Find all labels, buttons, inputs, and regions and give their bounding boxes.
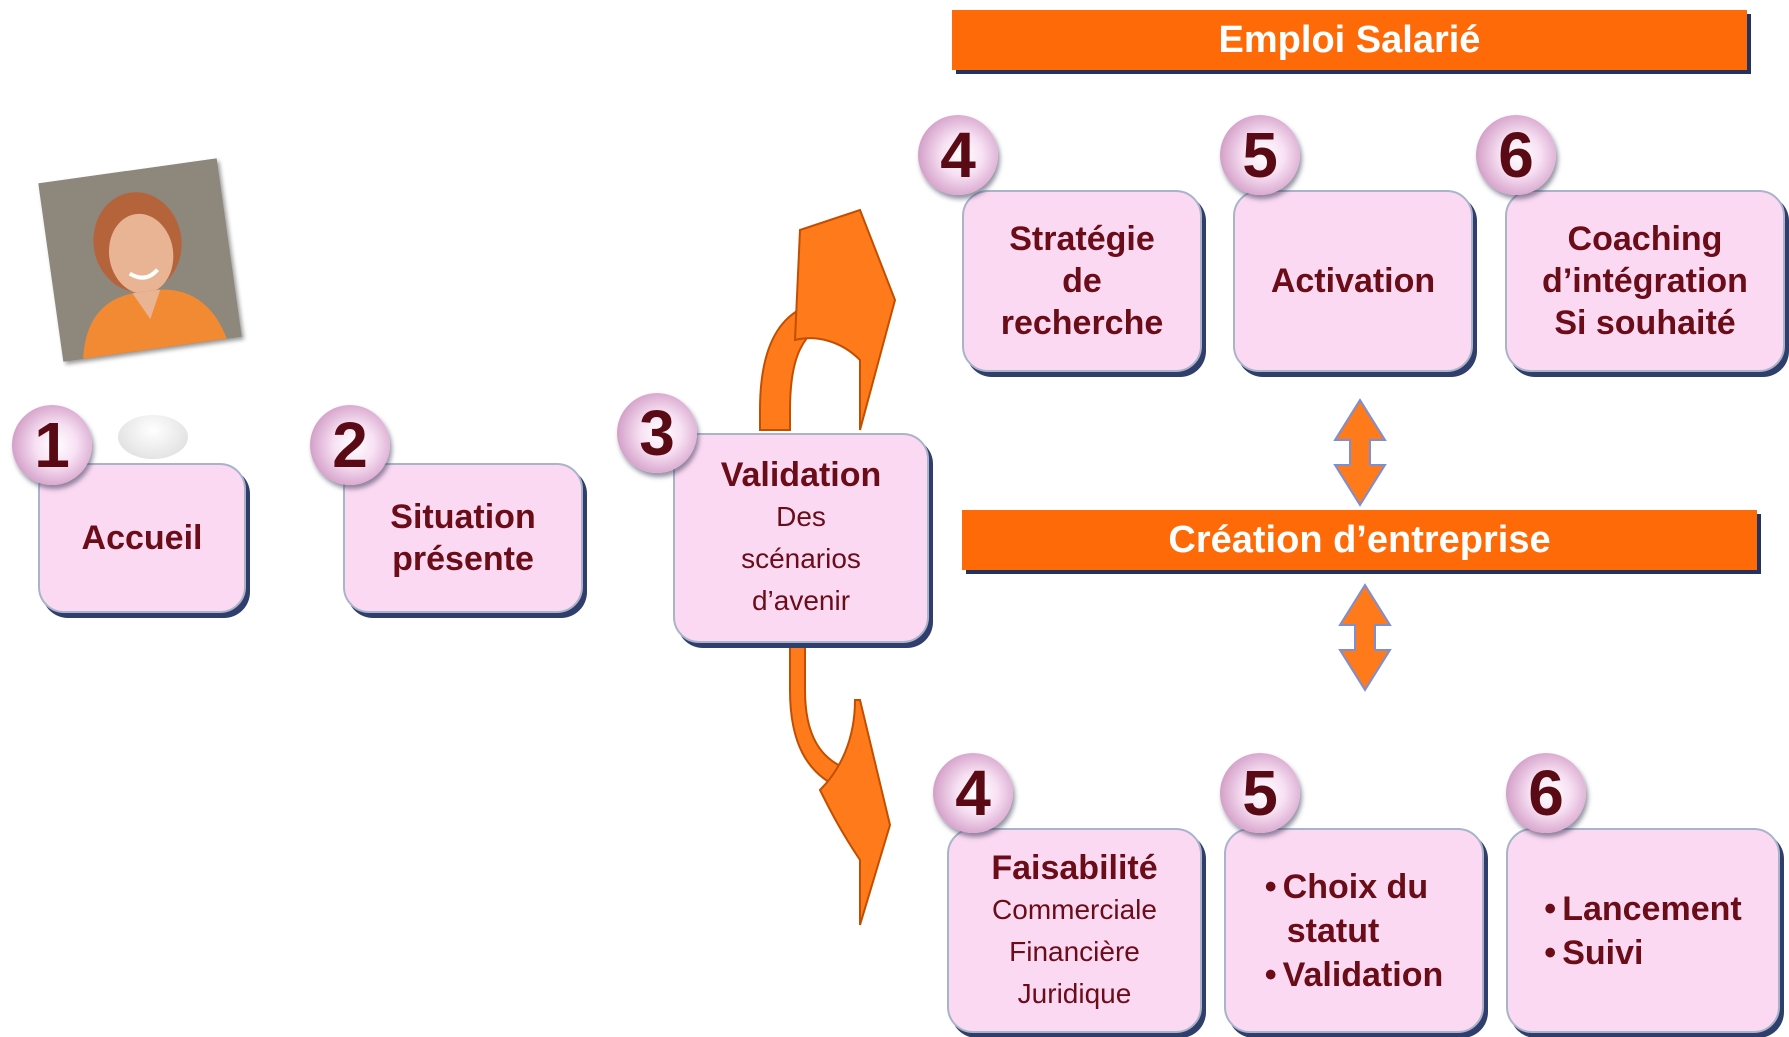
step-validation-title: Validation	[720, 456, 882, 494]
upper-arrowhead-icon	[793, 208, 897, 431]
creation-statut-box: Choix du statut Validation	[1224, 828, 1484, 1033]
step-accueil-box: Accueil	[38, 463, 246, 613]
portrait-photo	[38, 158, 242, 362]
creation-statut-item2-text: Validation	[1282, 955, 1444, 994]
creation-lancement-item2-text: Suivi	[1562, 933, 1644, 972]
step-3-badge: 3	[617, 393, 697, 473]
creation-statut-item2: Validation	[1265, 953, 1444, 997]
emploi-strategie-line3: recherche	[1000, 304, 1164, 342]
emploi-coaching-box: Coaching d’intégration Si souhaité	[1505, 190, 1785, 372]
creation-faisabilite-box: Faisabilité Commerciale Financière Jurid…	[947, 828, 1202, 1033]
step-1-badge: 1	[12, 405, 92, 485]
creation-statut-item1-cont: statut	[1286, 911, 1380, 950]
creation-lancement-item1: Lancement	[1544, 887, 1742, 931]
emploi-step-4-badge: 4	[918, 115, 998, 195]
emploi-strategie-line2: de	[1062, 262, 1102, 300]
emploi-coaching-line3: Si souhaité	[1554, 304, 1736, 342]
step-accueil-label: Accueil	[81, 519, 203, 557]
banner-emploi-salarie: Emploi Salarié	[952, 10, 1747, 70]
emploi-activation-box: Activation	[1233, 190, 1473, 372]
emploi-step-6-badge: 6	[1476, 115, 1556, 195]
emploi-strategie-box: Stratégie de recherche	[962, 190, 1202, 372]
creation-faisabilite-title: Faisabilité	[991, 848, 1158, 887]
creation-statut-item1: Choix du statut	[1265, 865, 1444, 953]
creation-lancement-item2: Suivi	[1544, 931, 1741, 975]
step-situation-box: Situation présente	[343, 463, 583, 613]
lower-arrowhead-icon	[818, 699, 892, 926]
step-validation-box: Validation Des scénarios d’avenir	[673, 433, 929, 643]
banner-creation-entreprise: Création d’entreprise	[962, 510, 1757, 570]
creation-step-4-badge: 4	[933, 753, 1013, 833]
speech-bubble-icon	[118, 415, 188, 459]
creation-faisabilite-line2: Financière	[1009, 935, 1140, 967]
creation-lancement-box: Lancement Suivi	[1506, 828, 1780, 1033]
step-2-badge: 2	[310, 405, 390, 485]
double-arrow-lower-icon	[1338, 583, 1392, 692]
emploi-activation-label: Activation	[1270, 262, 1436, 300]
creation-step-6-badge: 6	[1506, 753, 1586, 833]
step-validation-line3: d’avenir	[751, 585, 851, 616]
emploi-coaching-line2: d’intégration	[1542, 262, 1748, 300]
creation-statut-list: Choix du statut Validation	[1265, 865, 1444, 997]
creation-lancement-item1-text: Lancement	[1562, 889, 1742, 928]
creation-faisabilite-line3: Juridique	[1017, 977, 1132, 1009]
creation-statut-item1-text: Choix du	[1282, 867, 1429, 906]
step-situation-line1: Situation	[390, 498, 536, 536]
double-arrow-upper-icon	[1333, 398, 1387, 507]
creation-faisabilite-line1: Commerciale	[992, 893, 1157, 925]
step-validation-line2: scénarios	[741, 543, 861, 574]
emploi-coaching-line1: Coaching	[1567, 220, 1723, 258]
creation-lancement-list: Lancement Suivi	[1544, 887, 1742, 975]
emploi-step-5-badge: 5	[1220, 115, 1300, 195]
step-situation-line2: présente	[392, 540, 534, 578]
emploi-strategie-line1: Stratégie	[1009, 220, 1155, 258]
step-validation-line1: Des	[776, 501, 826, 532]
creation-step-5-badge: 5	[1220, 753, 1300, 833]
portrait-icon	[38, 158, 242, 362]
